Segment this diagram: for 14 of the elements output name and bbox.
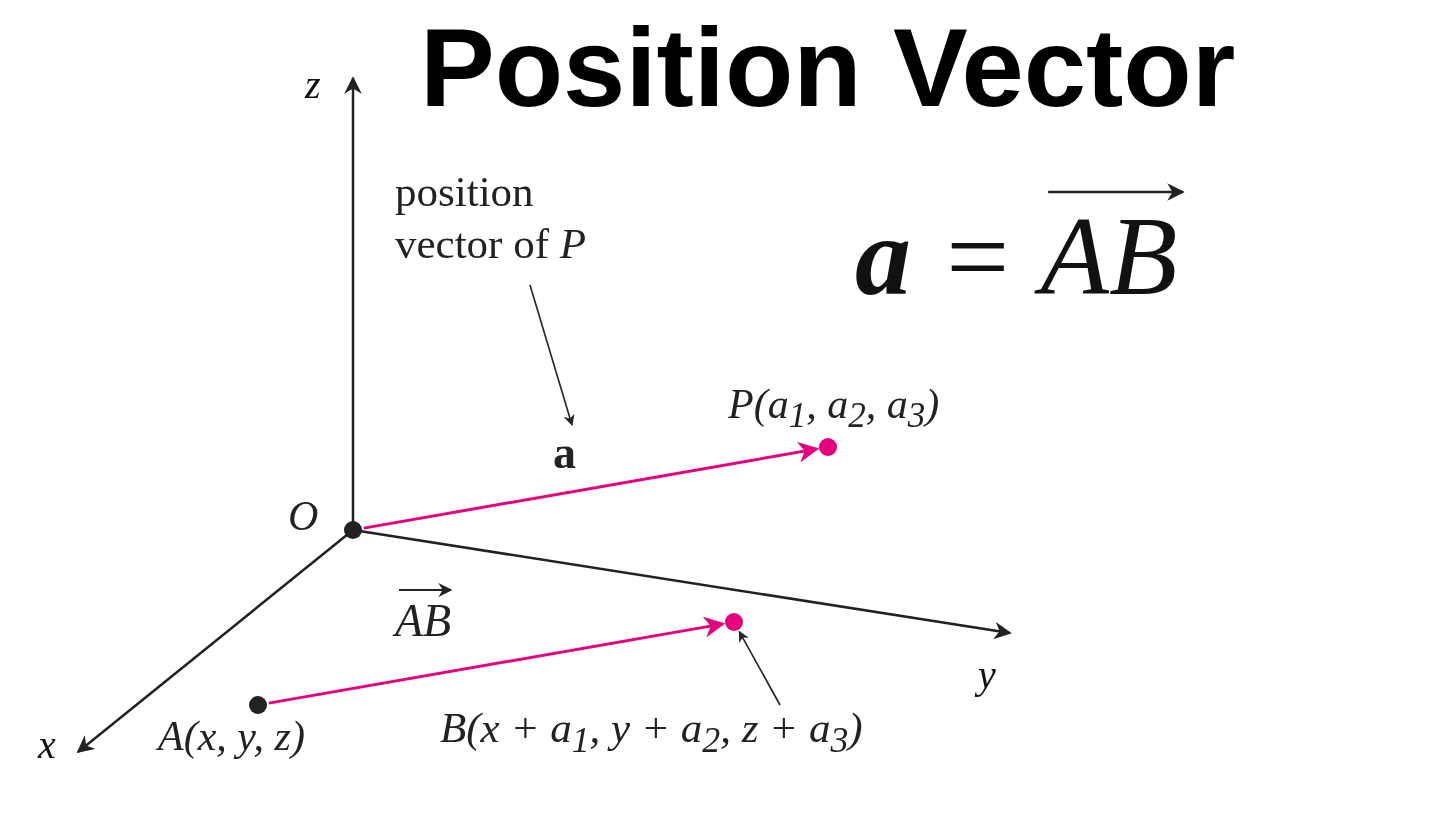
leader-line — [529, 284, 575, 427]
axis-label: x — [38, 725, 56, 765]
point-label: P(a$_{1}$, a$_{2}$, a$_{3}$) — [728, 380, 940, 437]
leader-line — [738, 630, 781, 706]
vector-arrow — [268, 616, 726, 705]
vector-arrow — [363, 441, 820, 530]
edge-label: a — [553, 430, 576, 476]
point-dot — [725, 613, 743, 631]
formula: a = AB — [855, 200, 1178, 312]
point-label: O — [288, 492, 319, 540]
callout-text: position vector of P — [395, 167, 588, 269]
axis-label: z — [305, 65, 321, 105]
title: Position Vector — [420, 12, 1236, 124]
point-label: B(x + a$_{1}$, y + a$_{2}$, z + a$_{3}$) — [440, 703, 863, 762]
